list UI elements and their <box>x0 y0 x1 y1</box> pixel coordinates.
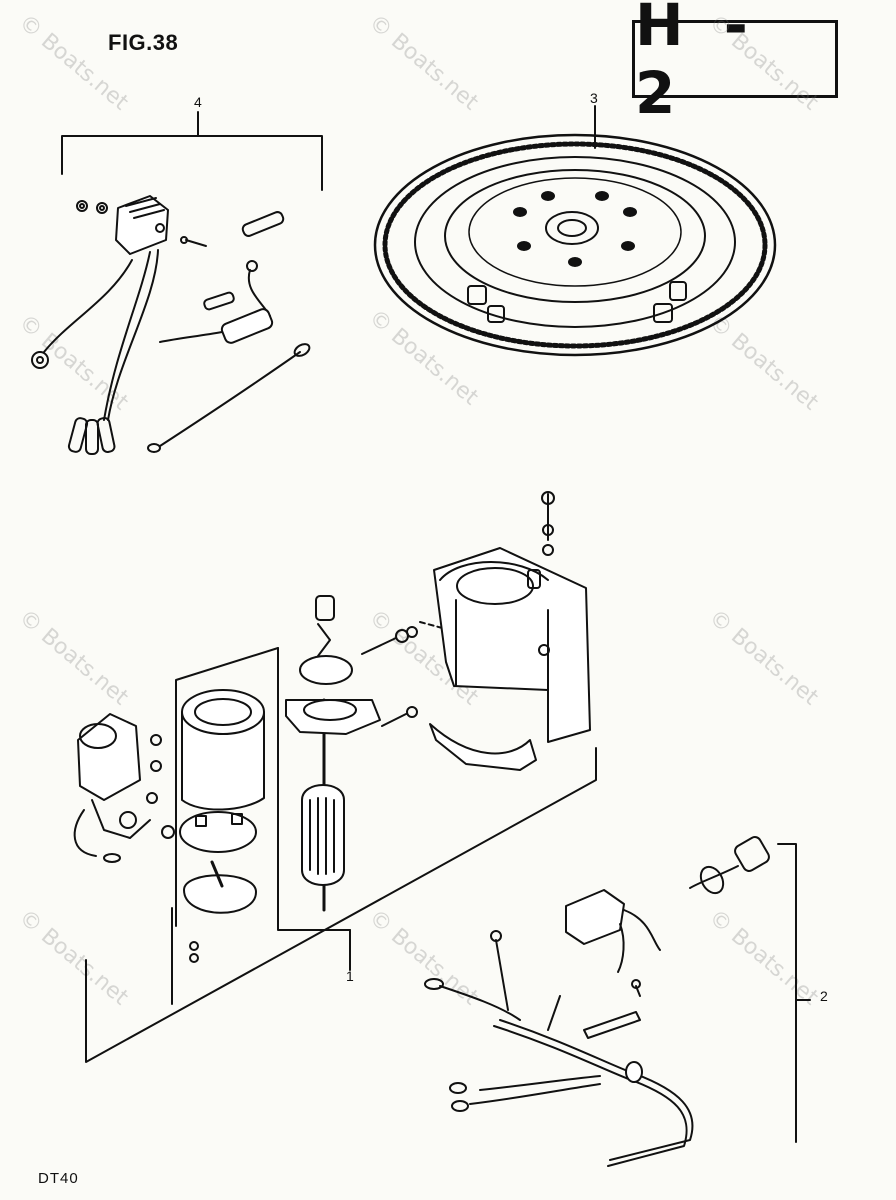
callout-2: 2 <box>820 988 828 1004</box>
rectifier-group <box>31 111 323 455</box>
starter-bracket <box>429 491 591 771</box>
callout-1: 1 <box>346 968 354 984</box>
figure-title: FIG.38 <box>108 30 179 55</box>
section-code: H - 2 <box>635 0 758 127</box>
section-code-box: H - 2 <box>632 0 838 127</box>
flywheel <box>373 105 777 357</box>
wiring-harness <box>424 836 811 1167</box>
model-label: DT40 <box>38 1170 79 1187</box>
callout-3: 3 <box>590 90 598 106</box>
callout-4: 4 <box>194 94 202 110</box>
